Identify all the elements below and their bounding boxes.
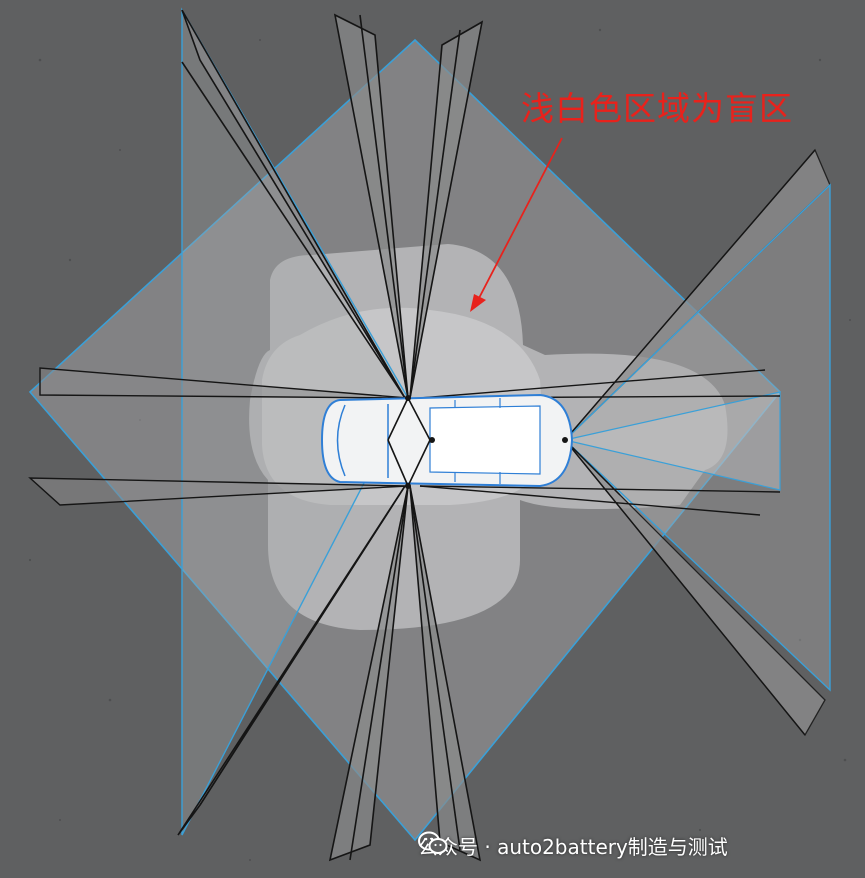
blind-zone-annotation: 浅白色区域为盲区: [521, 89, 793, 128]
rear-radar-fov: [563, 148, 831, 737]
annotation-arrow: [470, 137, 563, 312]
side-camera-fov: [181, 7, 409, 836]
ground-texture: [28, 28, 851, 861]
watermark-text: 公众号 · auto2battery制造与测试: [418, 834, 728, 859]
watermark: 公众号 · auto2battery制造与测试: [418, 830, 728, 860]
vehicle-top-view: [320, 393, 574, 489]
front-radar-beams: [181, 9, 484, 399]
lateral-beams: [28, 149, 816, 736]
wechat-icon: [418, 831, 448, 854]
rear-radar-beams: [177, 485, 482, 862]
